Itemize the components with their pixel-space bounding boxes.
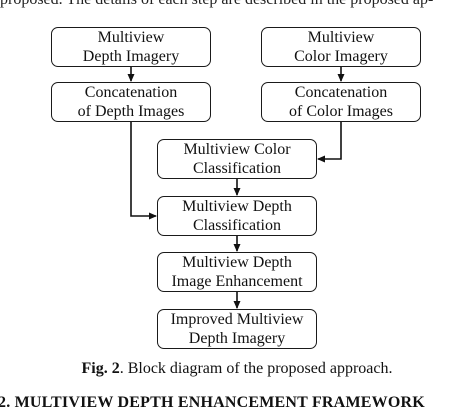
node-multiview-depth-image-enhancement: Multiview Depth Image Enhancement xyxy=(157,252,317,292)
figure-caption-text: . Block diagram of the proposed approach… xyxy=(119,360,393,377)
node-label-line: Concatenation xyxy=(294,84,388,101)
node-label-line: Classification xyxy=(193,217,281,234)
figure-label: Fig. 2 xyxy=(81,360,120,377)
node-concatenation-depth-images: Concatenation of Depth Images xyxy=(51,82,211,122)
edge-concat-depth-to-depth-classification xyxy=(130,122,157,220)
node-label-line: Color Imagery xyxy=(294,48,388,65)
node-label-line: Multiview Depth xyxy=(182,254,292,271)
node-label-line: Image Enhancement xyxy=(171,273,303,290)
node-label-line: Multiview Depth xyxy=(182,198,292,215)
node-label-line: Improved Multiview xyxy=(170,311,304,328)
node-label-line: Depth Imagery xyxy=(188,330,286,347)
section-heading: 2. MULTIVIEW DEPTH ENHANCEMENT FRAMEWORK xyxy=(0,394,425,411)
node-concatenation-color-images: Concatenation of Color Images xyxy=(261,82,421,122)
node-multiview-depth-imagery: Multiview Depth Imagery xyxy=(51,27,211,67)
edge-concat-color-to-color-classification xyxy=(317,122,342,163)
node-multiview-color-imagery: Multiview Color Imagery xyxy=(261,27,421,67)
truncated-body-text: proposed. The details of each step are d… xyxy=(0,0,474,9)
node-multiview-depth-classification: Multiview Depth Classification xyxy=(157,196,317,236)
figure-caption: Fig. 2. Block diagram of the proposed ap… xyxy=(0,359,474,379)
node-multiview-color-classification: Multiview Color Classification xyxy=(157,139,317,179)
node-label-line: of Color Images xyxy=(289,103,393,120)
node-label-line: of Depth Images xyxy=(77,103,185,120)
node-label-line: Depth Imagery xyxy=(82,48,180,65)
node-improved-multiview-depth-imagery: Improved Multiview Depth Imagery xyxy=(157,309,317,349)
node-label-line: Multiview xyxy=(97,29,165,46)
node-label-line: Multiview Color xyxy=(183,141,291,158)
node-label-line: Multiview xyxy=(307,29,375,46)
node-label-line: Concatenation xyxy=(84,84,178,101)
node-label-line: Classification xyxy=(193,160,281,177)
